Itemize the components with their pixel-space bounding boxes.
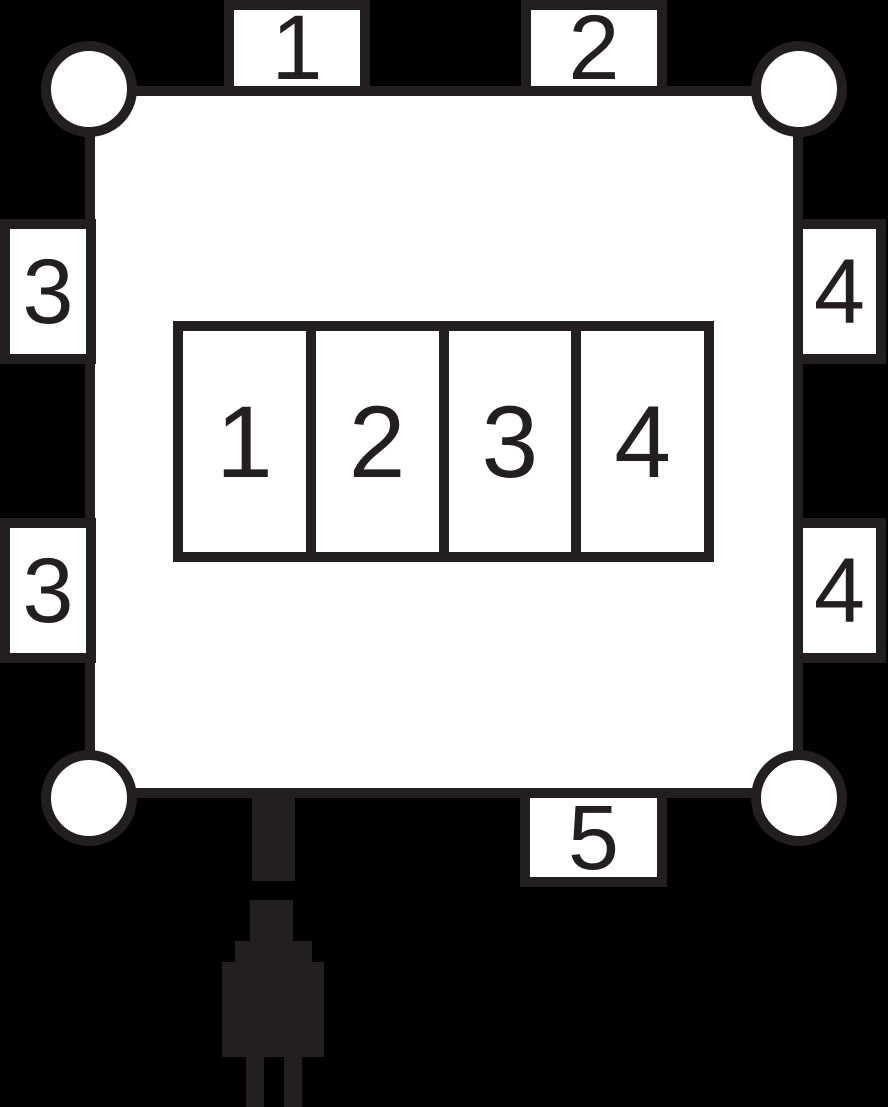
socket-strip: 1 2 3 4	[173, 321, 714, 562]
corner-screw-top-left-icon	[41, 41, 137, 137]
socket-cell-3: 3	[438, 331, 572, 552]
socket-cell-4: 4	[571, 331, 704, 552]
power-cord-stub	[252, 798, 295, 881]
socket-cell-1: 1	[216, 384, 273, 499]
corner-screw-bottom-left-icon	[41, 750, 137, 846]
callout-label-3-left-upper: 3	[0, 219, 96, 364]
callout-label-3-left-lower: 3	[0, 518, 96, 663]
plug-shoulder	[235, 941, 312, 963]
corner-screw-top-right-icon	[751, 41, 847, 137]
callout-label-1-top: 1	[224, 0, 370, 96]
plug-prong-right	[284, 1056, 302, 1107]
socket-cell-2: 2	[305, 331, 439, 552]
corner-screw-bottom-right-icon	[751, 750, 847, 846]
callout-label-5-bottom: 5	[520, 788, 667, 887]
callout-label-2-top: 2	[521, 0, 667, 96]
plug-body	[222, 962, 324, 1057]
plug-neck	[250, 900, 293, 942]
power-plug-icon	[222, 798, 324, 1107]
callout-label-4-right-lower: 4	[793, 518, 886, 663]
plug-prong-left	[246, 1056, 264, 1107]
callout-label-4-right-upper: 4	[793, 219, 886, 364]
